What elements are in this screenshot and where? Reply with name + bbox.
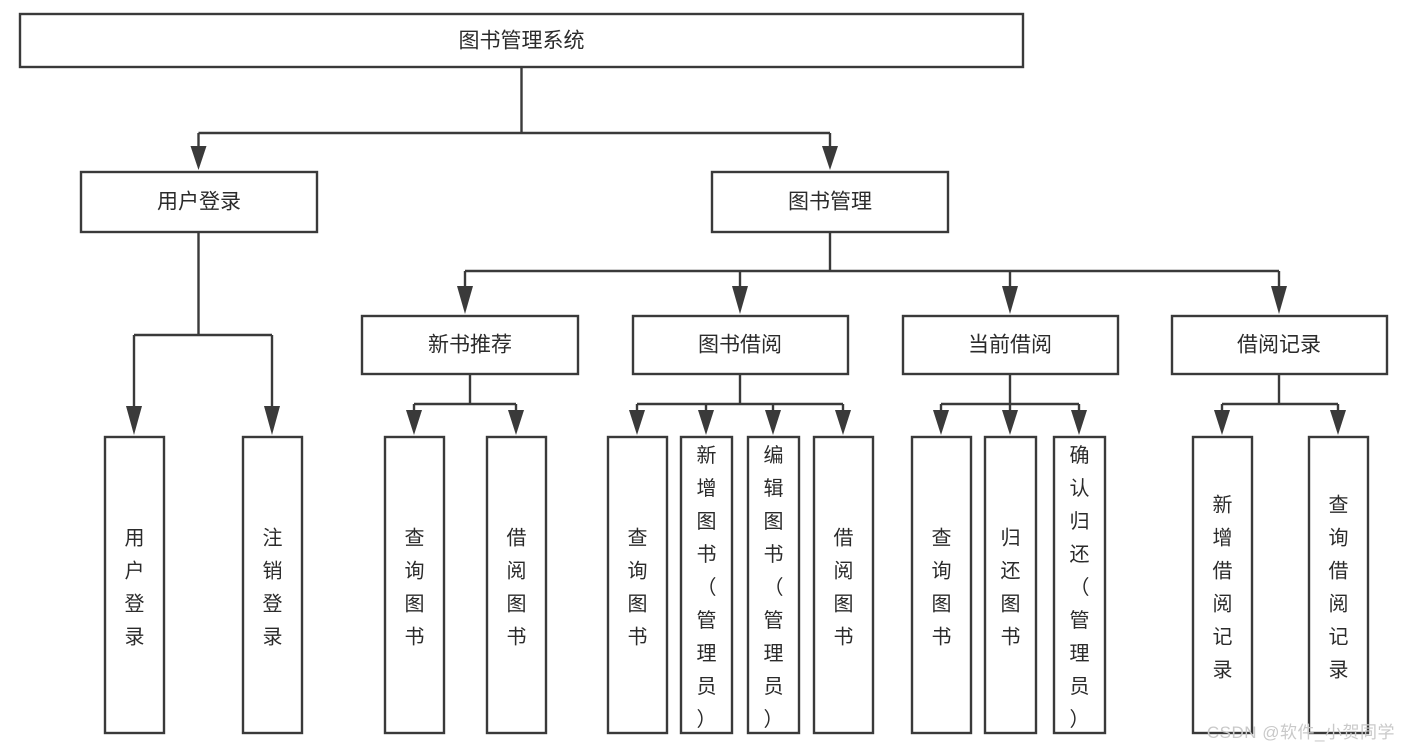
leaf-add-book-label: 新增图书（管理员）	[697, 444, 717, 731]
leaf-add-record-box[interactable]	[1191, 435, 1254, 735]
book-manage-box[interactable]	[710, 170, 950, 234]
node-leaf-add-book[interactable]: 新增图书（管理员）	[679, 435, 734, 735]
arrow-to-leaf-logout-login	[264, 406, 280, 435]
node-leaf-confirm-return[interactable]: 确认归还（管理员）	[1052, 435, 1107, 735]
leaf-layer: 用户登录 注销登录 查询图书 借阅图书 查询图书 新增图书（管理员）	[103, 435, 1370, 735]
arrow-to-leaf-confirm-return	[1071, 410, 1087, 435]
leaf-add-record-label: 新增借阅记录	[1213, 494, 1233, 682]
leaf-add-book-box[interactable]	[679, 435, 734, 735]
leaf-borrow-book-2-box[interactable]	[812, 435, 875, 735]
node-leaf-logout-login[interactable]: 注销登录	[241, 435, 304, 735]
new-book-recommend-label: 新书推荐	[428, 334, 512, 357]
node-leaf-edit-book[interactable]: 编辑图书（管理员）	[746, 435, 801, 735]
node-current-borrow[interactable]: 当前借阅	[901, 314, 1120, 376]
node-leaf-query-book-2[interactable]: 查询图书	[606, 435, 669, 735]
current-borrow-label: 当前借阅	[968, 334, 1052, 357]
leaf-edit-book-box[interactable]	[746, 435, 801, 735]
leaf-query-book-1-label: 查询图书	[405, 527, 425, 649]
node-leaf-borrow-book-1[interactable]: 借阅图书	[485, 435, 548, 735]
current-borrow-box[interactable]	[901, 314, 1120, 376]
leaf-query-book-2-box[interactable]	[606, 435, 669, 735]
borrow-record-label: 借阅记录	[1237, 334, 1321, 357]
node-leaf-return-book[interactable]: 归还图书	[983, 435, 1038, 735]
leaf-confirm-return-box[interactable]	[1052, 435, 1107, 735]
node-borrow-record[interactable]: 借阅记录	[1170, 314, 1389, 376]
arrow-to-borrow-record	[1271, 286, 1287, 314]
leaf-borrow-book-2-label: 借阅图书	[834, 527, 854, 649]
arrow-to-leaf-edit-book	[765, 410, 781, 435]
edge-layer	[126, 67, 1346, 435]
arrow-root-to-book-manage	[822, 146, 838, 170]
leaf-query-book-2-label: 查询图书	[628, 527, 648, 649]
node-leaf-user-login[interactable]: 用户登录	[103, 435, 166, 735]
book-manage-label: 图书管理	[788, 191, 872, 214]
arrow-to-book-borrow	[732, 286, 748, 314]
root-box[interactable]	[18, 12, 1025, 69]
new-book-recommend-box[interactable]	[360, 314, 580, 376]
leaf-borrow-book-1-box[interactable]	[485, 435, 548, 735]
arrow-to-leaf-add-record	[1214, 410, 1230, 435]
leaf-query-record-box[interactable]	[1307, 435, 1370, 735]
watermark-text: CSDN @软件_小贺同学	[1206, 723, 1395, 742]
arrow-to-leaf-query-book-1	[406, 410, 422, 435]
leaf-logout-login-box[interactable]	[241, 435, 304, 735]
arrow-to-leaf-borrow-book-1	[508, 410, 524, 435]
leaf-query-book-3-label: 查询图书	[932, 527, 952, 649]
arrow-root-to-user-login	[190, 146, 207, 170]
leaf-query-book-3-box[interactable]	[910, 435, 973, 735]
arrow-to-leaf-query-book-3	[933, 410, 949, 435]
root-label: 图书管理系统	[459, 30, 585, 53]
arrow-to-leaf-add-book	[698, 410, 714, 435]
user-login-box[interactable]	[79, 170, 319, 234]
node-user-login[interactable]: 用户登录	[79, 170, 319, 234]
node-book-manage[interactable]: 图书管理	[710, 170, 950, 234]
node-leaf-add-record[interactable]: 新增借阅记录	[1191, 435, 1254, 735]
leaf-borrow-book-1-label: 借阅图书	[507, 527, 527, 649]
arrow-to-leaf-query-record	[1330, 410, 1346, 435]
book-borrow-box[interactable]	[631, 314, 850, 376]
arrow-to-leaf-return-book	[1002, 410, 1018, 435]
leaf-query-book-1-box[interactable]	[383, 435, 446, 735]
leaf-confirm-return-label: 确认归还（管理员）	[1070, 444, 1090, 731]
leaf-user-login-box[interactable]	[103, 435, 166, 735]
arrow-to-current-borrow	[1002, 286, 1018, 314]
leaf-user-login-label: 用户登录	[125, 528, 145, 649]
node-leaf-query-record[interactable]: 查询借阅记录	[1307, 435, 1370, 735]
leaf-query-record-label: 查询借阅记录	[1329, 494, 1349, 682]
borrow-record-box[interactable]	[1170, 314, 1389, 376]
node-root[interactable]: 图书管理系统	[18, 12, 1025, 69]
node-leaf-query-book-1[interactable]: 查询图书	[383, 435, 446, 735]
arrow-to-leaf-user-login	[126, 406, 142, 435]
node-leaf-borrow-book-2[interactable]: 借阅图书	[812, 435, 875, 735]
leaf-logout-login-label: 注销登录	[263, 527, 283, 649]
arrow-to-leaf-query-book-2	[629, 410, 645, 435]
leaf-return-book-box[interactable]	[983, 435, 1038, 735]
book-borrow-label: 图书借阅	[698, 334, 782, 357]
leaf-return-book-label: 归还图书	[1001, 527, 1021, 649]
user-login-label: 用户登录	[157, 191, 241, 214]
arrow-to-new-book-recommend	[457, 286, 473, 314]
node-book-borrow[interactable]: 图书借阅	[631, 314, 850, 376]
leaf-edit-book-label: 编辑图书（管理员）	[764, 444, 784, 731]
node-leaf-query-book-3[interactable]: 查询图书	[910, 435, 973, 735]
arrow-to-leaf-borrow-book-2	[835, 410, 851, 435]
node-new-book-recommend[interactable]: 新书推荐	[360, 314, 580, 376]
